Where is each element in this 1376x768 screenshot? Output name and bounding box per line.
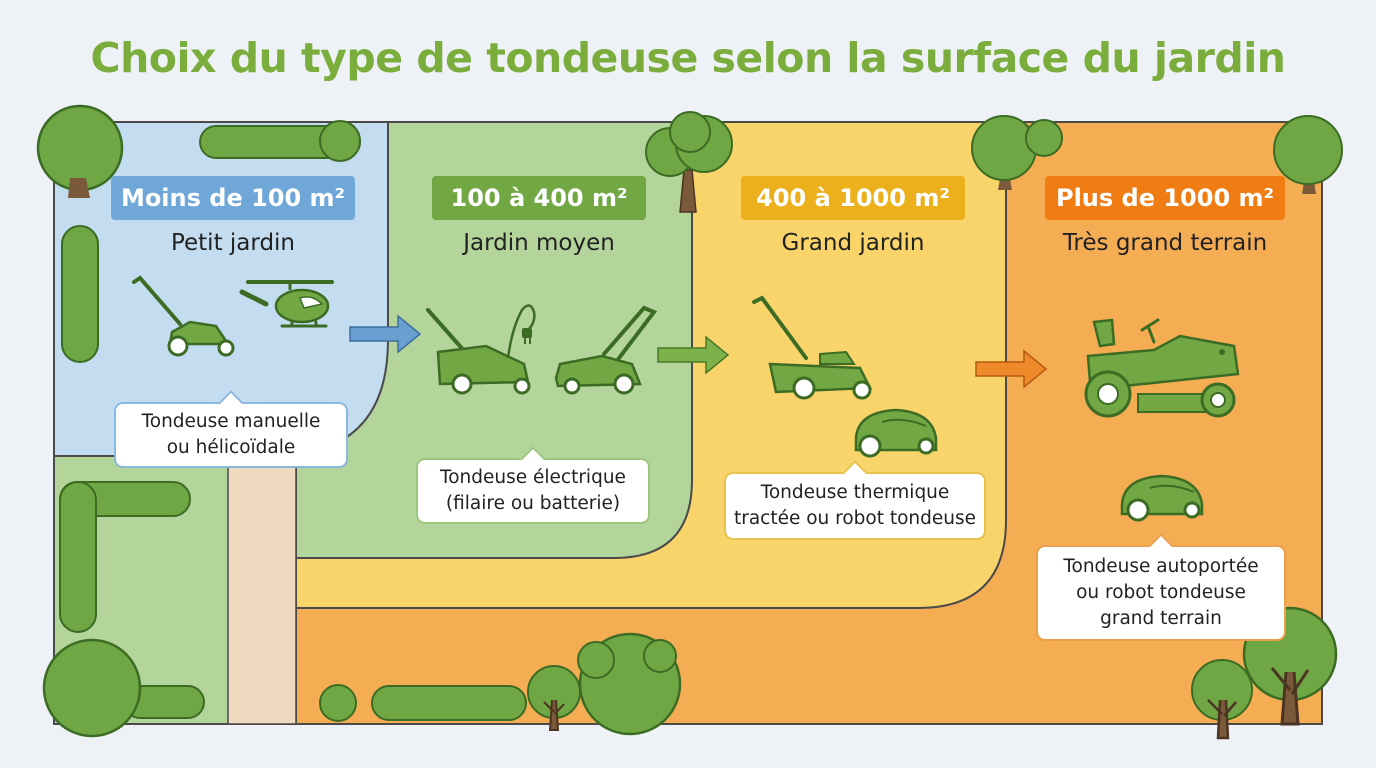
battery-mower-icon [554,305,658,395]
corded-electric-mower-icon [426,308,531,395]
mower-recommendation-callout: Tondeuse manuelle ou hélicoïdale [114,402,348,468]
zone-name: Petit jardin [170,230,296,256]
mower-recommendation-callout: Tondeuse thermique tractée ou robot tond… [724,472,986,540]
plug-icon [506,304,536,359]
tree [577,632,682,736]
robot-mower-icon [1120,474,1204,522]
zone-name: Grand jardin [781,230,925,256]
robot-mower-icon [854,408,938,458]
callout-line: ou robot tondeuse [1076,582,1246,603]
mower-recommendation-callout: Tondeuse autoportée ou robot tondeuse gr… [1036,545,1286,641]
callout-line: (filaire ou batterie) [445,493,621,514]
zone-name: Très grand terrain [1062,230,1268,256]
petrol-mower-icon [752,295,872,400]
callout-line: Tondeuse thermique [760,482,950,503]
tree [527,665,581,731]
callout-line: Tondeuse manuelle [141,411,321,432]
callout-line: ou hélicoïdale [166,437,296,458]
callout-line: tractée ou robot tondeuse [733,508,977,529]
arrow-right-icon [657,335,730,375]
ride-on-tractor-icon [1084,318,1240,418]
zone-range-label: Plus de 1000 m² [1045,176,1285,220]
zone-range-label: Moins de 100 m² [111,176,355,220]
tree [1191,659,1253,740]
hedge [59,120,527,722]
zone-range-label: 100 à 400 m² [432,176,646,220]
callout-line: Tondeuse autoportée [1063,556,1259,577]
tree [36,104,124,198]
arrow-right-icon [975,349,1048,389]
zone-range-label: 400 à 1000 m² [741,176,965,220]
callout-line: Tondeuse électrique [440,467,626,488]
push-reel-mower-icon [132,275,235,357]
arrow-right-icon [349,314,422,354]
tree [1273,115,1343,194]
tree [645,111,733,213]
zone-name: Jardin moyen [463,230,615,256]
mower-recommendation-callout: Tondeuse électrique (filaire ou batterie… [416,458,650,524]
tree [42,638,142,738]
helicopter-icon [239,280,334,328]
tree [971,115,1063,190]
page-title: Choix du type de tondeuse selon la surfa… [90,34,1286,82]
callout-line: grand terrain [1100,608,1222,629]
